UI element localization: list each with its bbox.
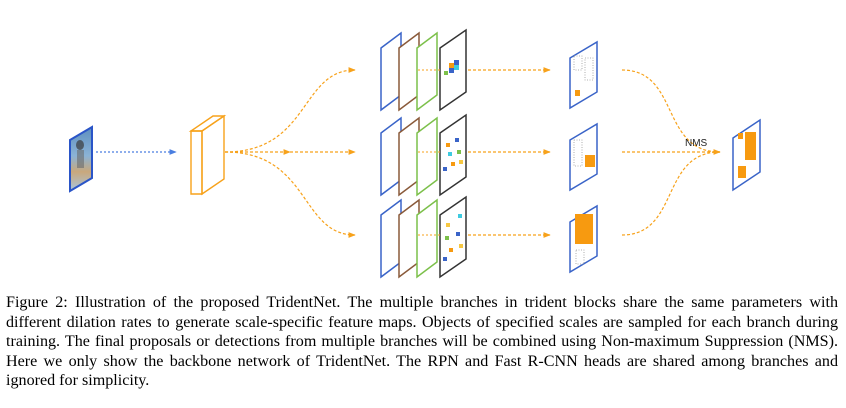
branch-top	[380, 28, 467, 112]
caption-label: Figure 2:	[6, 294, 68, 311]
feature-pattern-middle	[443, 138, 463, 171]
tridentnet-diagram: NMS	[69, 28, 761, 279]
branch-to-proposal-arrows	[468, 67, 551, 238]
feature-pattern-bottom	[443, 214, 463, 261]
caption-text: Illustration of the proposed TridentNet.…	[6, 294, 838, 390]
backbone-block	[188, 114, 227, 196]
backbone-to-branch-arrows	[224, 67, 356, 238]
proposal-map-middle	[569, 122, 598, 192]
branch-bottom	[380, 195, 467, 279]
input-image	[69, 125, 93, 193]
figure-caption: Figure 2: Illustration of the proposed T…	[6, 293, 838, 391]
nms-label: NMS	[685, 138, 708, 149]
proposal-to-nms-arrows	[621, 69, 721, 236]
branch-middle	[380, 113, 467, 197]
proposal-map-bottom	[569, 204, 598, 274]
proposal-map-top	[569, 40, 598, 110]
feature-pattern-top	[444, 60, 459, 75]
final-detection-map	[732, 118, 761, 192]
